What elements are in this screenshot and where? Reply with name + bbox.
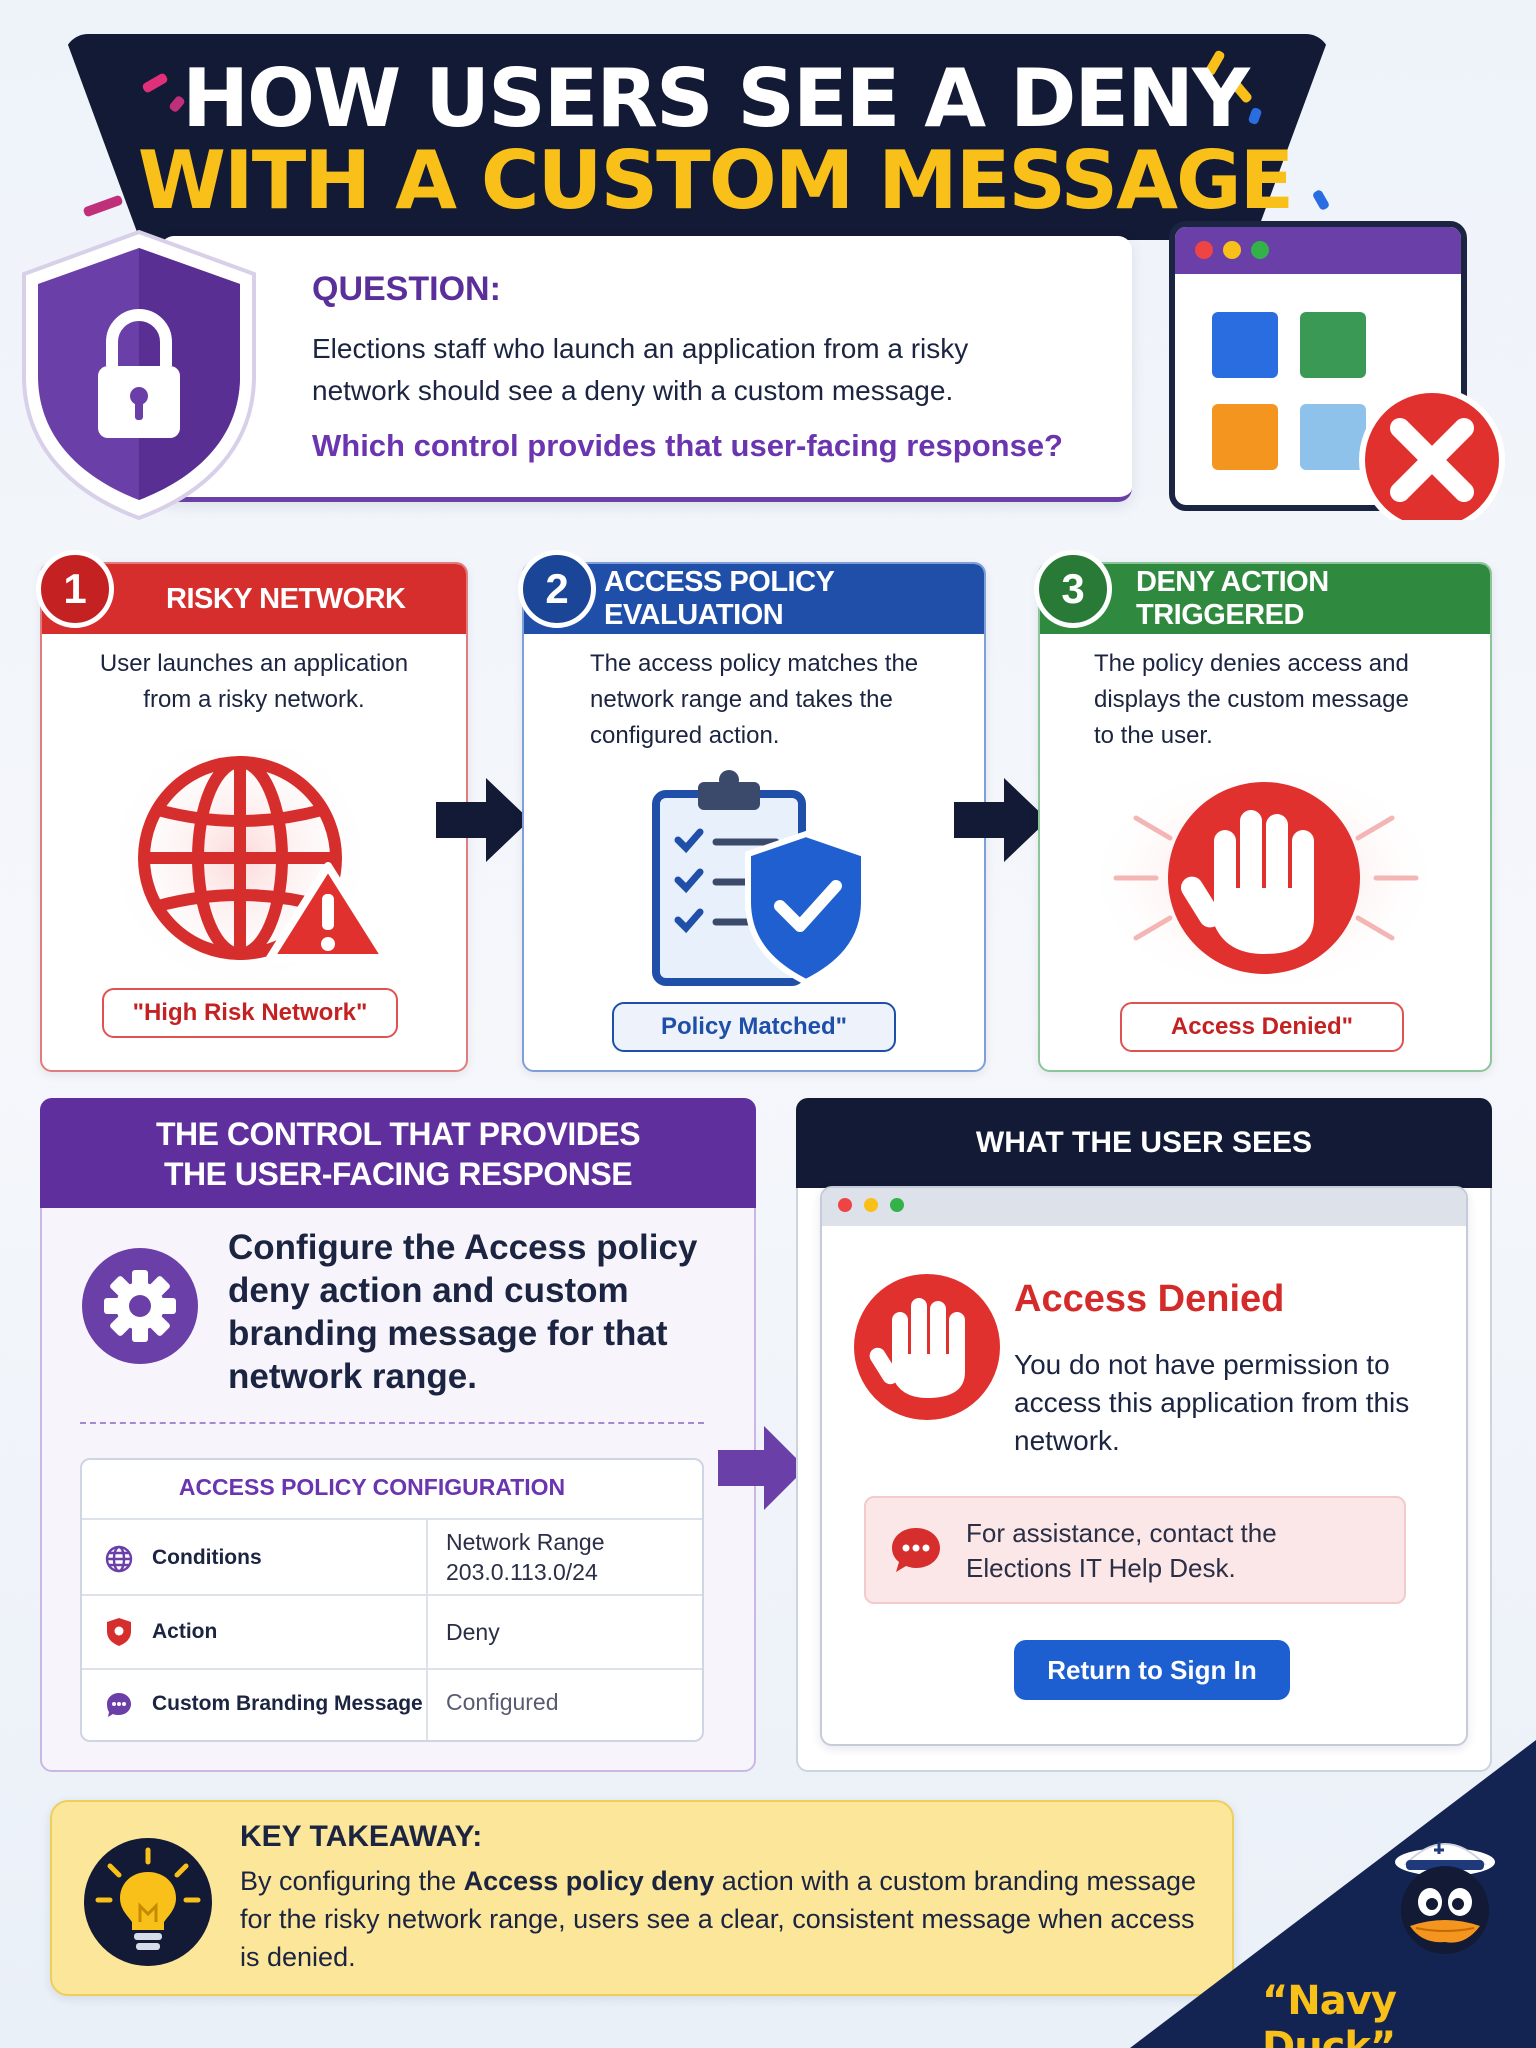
- globe-icon: [105, 1545, 133, 1573]
- key-takeaway-card: [50, 1800, 1234, 1996]
- assistance-text: For assistance, contact the Elections IT…: [966, 1518, 1277, 1583]
- globe-warning-icon: [105, 748, 390, 988]
- step-2-title: ACCESS POLICY EVALUATION: [604, 566, 834, 631]
- app-window-denied-icon: [1169, 221, 1505, 520]
- step-3-badge: Access Denied": [1120, 1002, 1404, 1052]
- shield-lock-icon: [22, 229, 256, 521]
- config-key-conditions: Conditions: [152, 1546, 262, 1569]
- shield-icon: [107, 1618, 131, 1646]
- chat-icon: [107, 1693, 131, 1717]
- arrow-right-icon: [718, 1426, 806, 1510]
- step-2-description: The access policy matches the network ra…: [590, 650, 919, 749]
- question-ask: Which control provides that user-facing …: [312, 428, 1063, 463]
- config-key-branding: Custom Branding Message: [152, 1692, 423, 1715]
- question-card: [160, 236, 1132, 502]
- step-3-description: The policy denies access and displays th…: [1094, 650, 1409, 749]
- stop-hand-icon: [854, 1274, 1000, 1420]
- config-value-network-range-label: Network Range: [446, 1529, 605, 1555]
- arrow-right-icon: [436, 778, 530, 862]
- step-1-number: 1: [36, 550, 114, 628]
- config-value-network-range: 203.0.113.0/24: [446, 1559, 598, 1585]
- step-1-description: User launches an application from a risk…: [99, 650, 409, 713]
- access-denied-title: Access Denied: [1014, 1278, 1285, 1320]
- lightbulb-icon: [84, 1838, 212, 1966]
- control-text: Configure the Access policy deny action …: [228, 1228, 698, 1396]
- config-key-action: Action: [152, 1620, 218, 1643]
- config-table: [80, 1458, 704, 1742]
- step-2-header: ACCESS POLICY EVALUATION: [524, 564, 984, 634]
- question-label: QUESTION:: [312, 270, 501, 308]
- arrow-right-icon: [954, 778, 1048, 862]
- window-close-dot: [838, 1198, 852, 1212]
- question-body: Elections staff who launch an applicatio…: [312, 333, 969, 406]
- mascot-name: “Navy Duck”: [1262, 1978, 1397, 2048]
- step-1-badge: "High Risk Network": [102, 988, 398, 1038]
- access-denied-message: You do not have permission to access thi…: [1014, 1349, 1410, 1456]
- clipboard-shield-check-icon: [652, 770, 867, 986]
- divider: [80, 1422, 704, 1424]
- table-row: [82, 1668, 702, 1670]
- step-1-title: RISKY NETWORK: [166, 582, 406, 615]
- config-value-action: Deny: [446, 1619, 500, 1645]
- step-2-number: 2: [518, 550, 596, 628]
- step-3-header: DENY ACTION TRIGGERED: [1040, 564, 1490, 634]
- control-heading-line-2: THE USER-FACING RESPONSE: [163, 1156, 633, 1192]
- takeaway-text-start: By configuring the: [240, 1866, 464, 1896]
- window-maximize-dot: [890, 1198, 904, 1212]
- takeaway-text-end: action with a custom branding message fo…: [240, 1866, 1197, 1972]
- title-line-1: HOW USERS SEE A DENY: [182, 52, 1250, 145]
- window-minimize-dot: [864, 1198, 878, 1212]
- gear-icon: [82, 1248, 198, 1364]
- table-row: [82, 1518, 702, 1520]
- chat-icon: [892, 1528, 940, 1572]
- step-3-number: 3: [1034, 550, 1112, 628]
- return-to-sign-in-button[interactable]: Return to Sign In: [1014, 1640, 1290, 1700]
- stop-hand-icon: [1086, 760, 1444, 992]
- assistance-box: [864, 1496, 1406, 1604]
- takeaway-text-bold: Access policy deny: [463, 1866, 715, 1896]
- user-sees-heading: WHAT THE USER SEES: [796, 1098, 1492, 1188]
- step-3-title: DENY ACTION TRIGGERED: [1136, 566, 1329, 631]
- control-heading-line-1: THE CONTROL THAT PROVIDES: [155, 1116, 641, 1152]
- key-takeaway-title: KEY TAKEAWAY:: [240, 1820, 483, 1853]
- control-heading: THE CONTROL THAT PROVIDES THE USER-FACIN…: [40, 1098, 756, 1208]
- title-banner: [64, 34, 1330, 240]
- table-column-divider: [426, 1518, 428, 1740]
- navy-duck-mascot-icon: [1395, 1842, 1495, 1954]
- key-takeaway-body: By configuring the Access policy deny ac…: [240, 1862, 1200, 1976]
- step-2-badge: Policy Matched": [612, 1002, 896, 1052]
- title-line-2: WITH A CUSTOM MESSAGE: [137, 134, 1295, 227]
- config-value-branding: Configured: [446, 1689, 559, 1715]
- table-row: [82, 1594, 702, 1596]
- browser-titlebar: [822, 1188, 1466, 1226]
- config-table-title: ACCESS POLICY CONFIGURATION: [178, 1474, 566, 1500]
